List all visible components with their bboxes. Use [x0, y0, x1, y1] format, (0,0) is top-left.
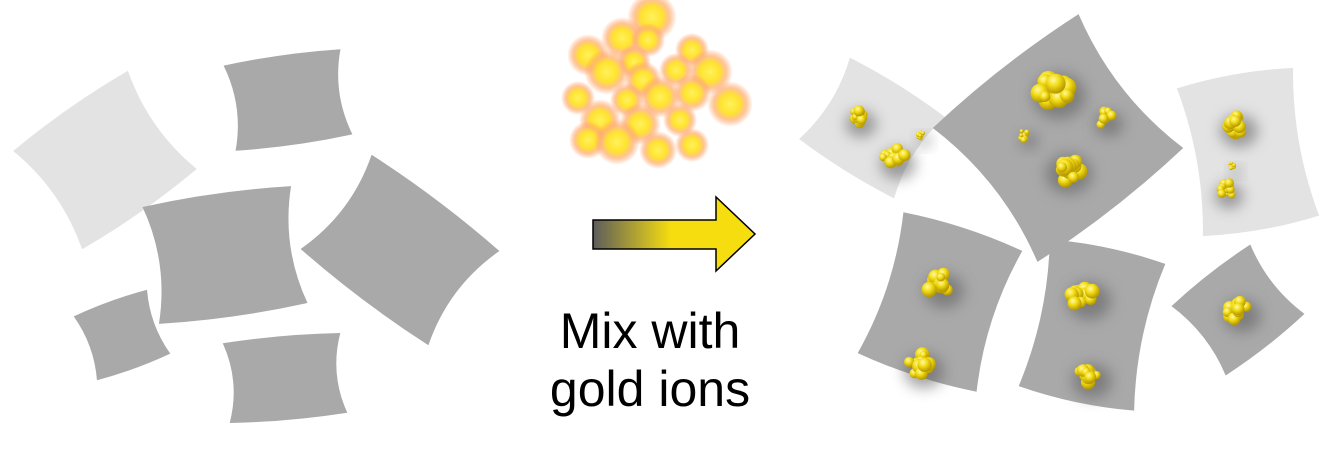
flake-sheet-icon: [222, 333, 348, 423]
flake-sheet-icon: [142, 186, 308, 324]
gold-nanoparticle-cluster-icon: [1018, 129, 1038, 149]
decorated-sheet: [1176, 67, 1320, 237]
gold-ion-icon: [707, 81, 753, 127]
flake-sheet-icon: [13, 70, 197, 250]
gold-nanoparticle-cluster-icon: [879, 143, 916, 180]
gold-ion-icon: [594, 119, 640, 165]
decorated-sheet: [857, 212, 1023, 392]
gold-ion-icon: [584, 49, 630, 95]
flake-sheet-icon: [223, 49, 353, 151]
decorated-sheet: [799, 57, 945, 199]
gold-nanoparticle-cluster-icon: [1072, 363, 1112, 399]
decorated-sheets-group: [799, 14, 1320, 411]
gold-nanoparticle-cluster-icon: [1222, 295, 1261, 333]
decorated-sheet: [1018, 239, 1166, 411]
gold-nanoparticle-cluster-icon: [1220, 110, 1258, 148]
flake-sheet-icon: [1018, 239, 1166, 411]
flake-sheet-icon: [73, 289, 171, 381]
caption-line-2: gold ions: [549, 361, 751, 417]
decorated-sheet: [1171, 244, 1305, 376]
gold-nanoparticle-cluster-icon: [904, 347, 944, 389]
process-arrow-icon: [592, 195, 757, 273]
bare-sheets-group: [13, 49, 500, 423]
gold-nanoparticle-cluster-icon: [1064, 281, 1111, 320]
gold-nanoparticle-cluster-icon: [921, 267, 964, 309]
gold-nanoparticle-cluster-icon: [1214, 178, 1244, 209]
flake-sheet-icon: [932, 14, 1184, 262]
gold-nanoparticle-cluster-icon: [1030, 70, 1086, 119]
gold-ions-group: [560, 0, 753, 169]
caption-line-1: Mix with: [559, 303, 741, 359]
gold-ion-icon: [639, 131, 677, 169]
gold-nanoparticle-cluster-icon: [1227, 162, 1242, 176]
decorated-sheet: [932, 14, 1184, 262]
flake-sheet-icon: [1176, 67, 1320, 237]
flake-sheet-icon: [300, 154, 500, 346]
gold-nanoparticle-cluster-icon: [915, 130, 931, 147]
gold-ion-icon: [673, 74, 711, 112]
gold-nanoparticle-cluster-icon: [845, 105, 877, 138]
gold-nanoparticle-cluster-icon: [1094, 106, 1124, 137]
gold-ion-icon: [674, 127, 710, 163]
process-caption: Mix with gold ions: [520, 302, 780, 418]
gold-nanoparticle-cluster-icon: [1045, 154, 1093, 194]
